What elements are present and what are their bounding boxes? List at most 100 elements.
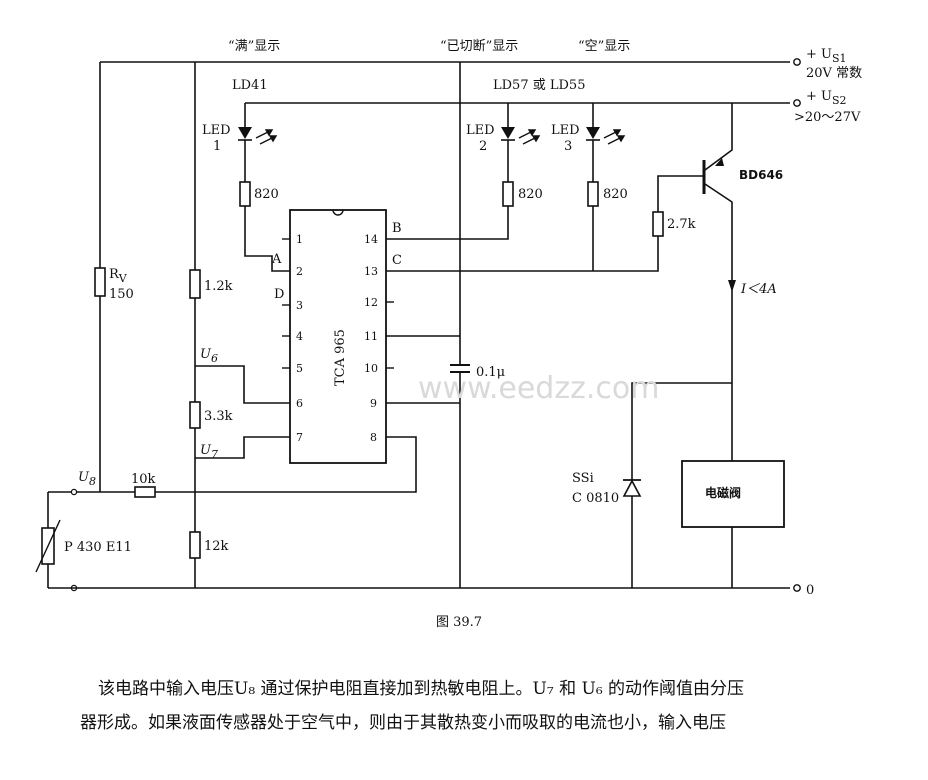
label-rv: RV [109,267,128,285]
led2-light-arrows [518,129,541,145]
body-paragraph: 该电路中输入电压U₈ 通过保护电阻直接加到热敏电阻上。U₇ 和 U₆ 的动作阈值… [80,672,900,740]
label-transistor: BD646 [739,168,783,182]
label-r-2-7k: 2.7k [667,217,696,232]
label-us1: + US1 [806,47,847,65]
label-r-led1: 820 [254,187,279,202]
label-us2-value: >20～27V [794,110,861,125]
solenoid-valve-box [681,460,785,528]
led1-diode [238,127,252,139]
ic-pin-7: 7 [296,431,303,444]
watermark: www.eedzz.com [418,371,659,406]
label-r-1-2k: 1.2k [204,279,233,294]
resistor-12k [189,531,201,559]
label-empty-display: “空”显示 [578,39,630,54]
ic-right-pin-numbers: 14 13 12 11 10 9 8 [364,233,378,444]
label-cut-display: “已切断”显示 [440,39,518,54]
wire-pin8 [155,436,417,493]
wire-node-b [386,206,509,240]
resistor-led3-820 [587,181,599,207]
led1-light-arrows [255,129,278,145]
resistor-10k [134,486,156,498]
ic-pin-10: 10 [364,362,378,375]
label-r-led2: 820 [518,187,543,202]
paragraph-line-1: 该电路中输入电压U₈ 通过保护电阻直接加到热敏电阻上。U₇ 和 U₆ 的动作阈值… [98,679,745,699]
label-u6: U6 [200,347,218,365]
label-ld57-ld55: LD57 或 LD55 [493,78,585,93]
terminal-us1 [793,58,801,66]
resistor-1-2k [189,269,201,299]
wire-u7 [195,436,290,459]
terminal-us2 [793,99,801,107]
label-current: I＜4A [740,282,777,297]
circuit-schematic: www.eedzz.com “满”显示 “已切断”显示 “空”显示 + US1 … [35,39,862,630]
label-led3: LED [551,123,580,138]
led3-light-arrows [603,129,626,145]
ic-name: TCA 965 [333,329,348,386]
transistor-arrow [715,158,724,166]
label-led2: LED [466,123,495,138]
ic-pin-14: 14 [364,233,378,246]
wire-base [657,175,704,212]
label-ld41: LD41 [232,78,268,93]
resistor-rv [94,267,106,297]
ic-left-pin-numbers: 1 2 3 4 5 6 7 [296,233,303,444]
label-r-led3: 820 [603,187,628,202]
wire-u6 [195,365,290,404]
zener-diode [622,479,642,497]
transistor-emitter [704,103,733,171]
terminal-ground [793,584,801,592]
led3-diode [586,127,600,139]
ic-pin-2: 2 [296,265,303,278]
transistor-collector [704,183,733,588]
label-led1: LED [202,123,231,138]
ic-pin-5: 5 [296,362,303,375]
current-arrow-icon [728,280,736,292]
label-node-c: C [392,253,402,268]
ic-pin-4: 4 [296,330,303,343]
label-rv-value: 150 [109,287,134,302]
led2-diode [501,127,515,139]
label-zener-1: SSi [572,471,594,486]
label-led1-num: 1 [213,139,221,154]
ic-pin-6: 6 [296,397,303,410]
label-led3-num: 3 [564,139,572,154]
label-zener-2: C 0810 [572,491,619,506]
label-us2: + US2 [806,89,847,107]
resistor-led1-820 [239,181,251,207]
label-node-a: A [271,252,282,267]
ic-notch [332,209,344,216]
ic-pin-12: 12 [364,296,378,309]
label-u7: U7 [200,443,218,461]
label-node-b: B [392,221,402,236]
ic-pin-1: 1 [296,233,303,246]
wire-zener [631,382,732,480]
resistor-3-3k [189,401,201,429]
figure-caption: 图 39.7 [436,615,482,630]
label-thermistor: P 430 E11 [64,540,132,555]
wire-node-c [386,236,659,272]
resistor-2-7k [652,211,664,237]
ic-pin-3: 3 [296,299,303,312]
label-node-d: D [274,287,284,302]
ic-pin-leads [282,238,394,369]
label-u8: U8 [78,470,96,488]
label-r-10k: 10k [131,472,156,487]
label-full-display: “满”显示 [228,39,280,54]
wire-node-a [244,206,290,272]
label-r-12k: 12k [204,539,229,554]
label-capacitor: 0.1μ [476,365,505,380]
ic-pin-9: 9 [370,397,377,410]
paragraph-line-2: 器形成。如果液面传感器处于空气中，则由于其散热变小而吸取的电流也小，输入电压 [80,713,726,733]
label-ground: 0 [806,583,814,598]
label-led2-num: 2 [479,139,487,154]
ic-pin-11: 11 [364,330,378,343]
thermistor-slash [35,519,61,573]
label-r-3-3k: 3.3k [204,409,233,424]
resistor-led2-820 [502,181,514,207]
label-solenoid-valve: 电磁阀 [705,485,741,500]
ic-pin-8: 8 [370,431,377,444]
ic-pin-13: 13 [364,265,378,278]
terminal-u8-top [70,488,78,496]
label-us1-value: 20V 常数 [806,66,862,81]
